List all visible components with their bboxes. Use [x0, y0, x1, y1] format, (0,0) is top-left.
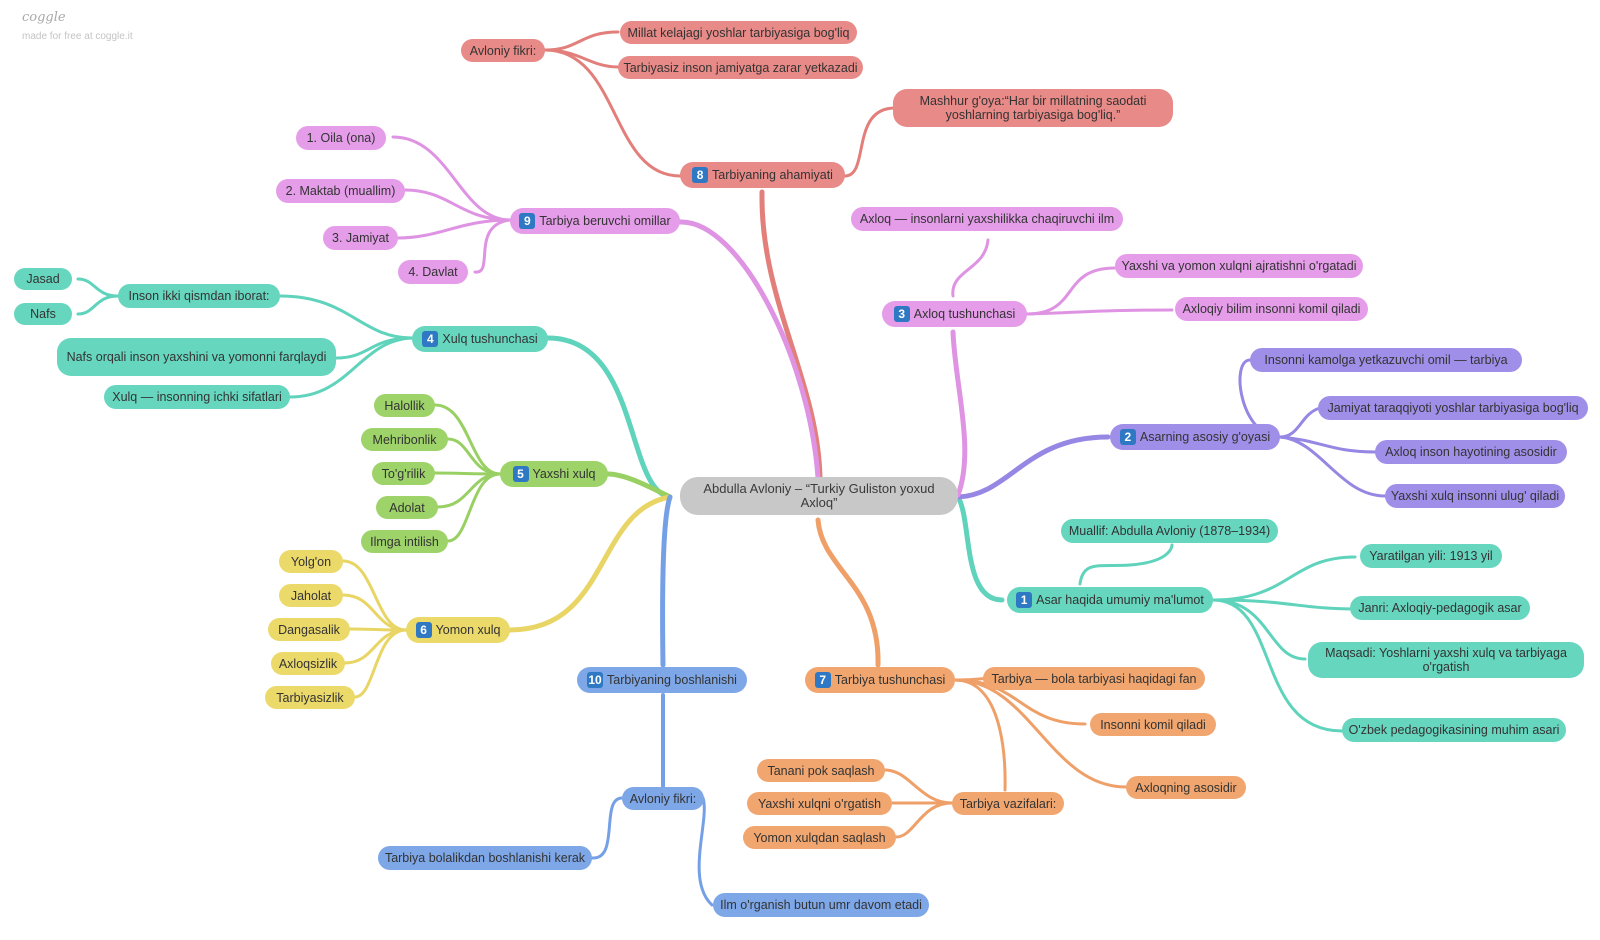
node-jaholat[interactable]: Jaholat — [279, 584, 343, 607]
coggle-branding: coggle made for free at coggle.it — [22, 10, 133, 42]
node-adolat[interactable]: Adolat — [376, 496, 438, 519]
branch-3-axloq-tushunchasi[interactable]: 3 Axloq tushunchasi — [882, 301, 1027, 327]
node-bolalikdan[interactable]: Tarbiya bolalikdan boshlanishi kerak — [378, 846, 592, 870]
node-muallif[interactable]: Muallif: Abdulla Avloniy (1878–1934) — [1061, 519, 1278, 543]
node-xulq-ichki-sifat[interactable]: Xulq — insonning ichki sifatlari — [104, 385, 290, 409]
node-tarbiya-vazifalari[interactable]: Tarbiya vazifalari: — [952, 792, 1064, 815]
trunk-8 — [759, 189, 823, 481]
branch-number-badge: 9 — [519, 213, 536, 229]
node-oila[interactable]: 1. Oila (ona) — [296, 126, 386, 150]
branch-number-badge: 1 — [1016, 592, 1033, 608]
node-yaratilgan-yili[interactable]: Yaratilgan yili: 1913 yil — [1360, 544, 1502, 568]
node-jasad[interactable]: Jasad — [14, 268, 72, 290]
branch-2-asosiy-goyasi[interactable]: 2 Asarning asosiy g'oyasi — [1110, 424, 1280, 450]
branch-8-tarbiyaning-ahamiyati[interactable]: 8 Tarbiyaning ahamiyati — [680, 162, 845, 188]
branch-label: Asarning asosiy g'oyasi — [1139, 430, 1271, 444]
node-jamiyat-taraqqiyoti[interactable]: Jamiyat taraqqiyoti yoshlar tarbiyasiga … — [1318, 396, 1588, 420]
node-tarbiyasizlik[interactable]: Tarbiyasizlik — [265, 686, 355, 709]
node-dangasalik[interactable]: Dangasalik — [268, 618, 350, 641]
node-tanani-pok[interactable]: Tanani pok saqlash — [757, 759, 885, 782]
branch-label: Tarbiyaning ahamiyati — [712, 168, 833, 182]
branch-number-badge: 2 — [1119, 429, 1136, 445]
node-ilm-organish[interactable]: Ilm o'rganish butun umr davom etadi — [713, 893, 929, 917]
branch-number-badge: 10 — [587, 672, 604, 688]
node-davlat[interactable]: 4. Davlat — [398, 260, 468, 284]
node-mashhur-goya[interactable]: Mashhur g'oya:“Har bir millatning saodat… — [893, 89, 1173, 127]
node-axloq-hayot-asosi[interactable]: Axloq inson hayotining asosidir — [1375, 440, 1567, 464]
node-avloniy-fikri-8[interactable]: Avloniy fikri: — [461, 39, 545, 62]
node-axloq-ilm[interactable]: Axloq — insonlarni yaxshilikka chaqiruvc… — [851, 207, 1123, 231]
node-janri[interactable]: Janri: Axloqiy-pedagogik asar — [1350, 596, 1530, 620]
node-togrilik[interactable]: To'g'rilik — [372, 462, 435, 485]
branch-6-yomon-xulq[interactable]: 6 Yomon xulq — [406, 617, 510, 643]
node-avloniy-fikri-10[interactable]: Avloniy fikri: — [622, 787, 704, 810]
branch-4-xulq-tushunchasi[interactable]: 4 Xulq tushunchasi — [412, 326, 548, 352]
node-yaxshi-xulq-ulug[interactable]: Yaxshi xulq insonni ulug' qiladi — [1385, 484, 1565, 508]
trunk-9 — [677, 219, 821, 481]
node-tarbiyasiz-inson[interactable]: Tarbiyasiz inson jamiyatga zarar yetkaza… — [618, 56, 863, 79]
node-yomon-xulqdan[interactable]: Yomon xulqdan saqlash — [743, 826, 896, 849]
trunk-3 — [950, 329, 968, 498]
node-yaxshi-yomon-ajratish[interactable]: Yaxshi va yomon xulqni ajratishni o'rgat… — [1115, 254, 1363, 278]
branch-number-badge: 5 — [512, 466, 529, 482]
coggle-subtitle: made for free at coggle.it — [22, 31, 133, 42]
node-axloqning-asosi[interactable]: Axloqning asosidir — [1126, 776, 1246, 799]
branch-number-badge: 8 — [692, 167, 709, 183]
node-maktab[interactable]: 2. Maktab (muallim) — [276, 179, 405, 203]
branch-label: Yomon xulq — [435, 623, 501, 637]
node-yolgon[interactable]: Yolg'on — [279, 550, 343, 573]
center-topic[interactable]: Abdulla Avloniy – “Turkiy Guliston yoxud… — [680, 477, 958, 515]
branch-10-tarbiyaning-boshlanishi[interactable]: 10 Tarbiyaning boshlanishi — [577, 667, 747, 693]
node-halollik[interactable]: Halollik — [374, 394, 435, 417]
branch-label: Yaxshi xulq — [532, 467, 596, 481]
branch-number-badge: 6 — [415, 622, 432, 638]
branch-5-yaxshi-xulq[interactable]: 5 Yaxshi xulq — [500, 461, 608, 487]
node-yaxshi-xulq-orgatish[interactable]: Yaxshi xulqni o'rgatish — [747, 792, 892, 815]
trunk-10 — [660, 494, 673, 668]
branch-7-tarbiya-tushunchasi[interactable]: 7 Tarbiya tushunchasi — [805, 667, 955, 693]
branch-1-asar-haqida[interactable]: 1 Asar haqida umumiy ma'lumot — [1007, 587, 1213, 613]
trunk-1 — [955, 494, 1005, 603]
branch-label: Tarbiyaning boshlanishi — [607, 673, 737, 687]
trunk-2 — [955, 434, 1111, 500]
branch-label: Tarbiya beruvchi omillar — [539, 214, 671, 228]
branch-label: Xulq tushunchasi — [442, 332, 538, 346]
branch-9-tarbiya-beruvchi[interactable]: 9 Tarbiya beruvchi omillar — [510, 208, 680, 234]
node-mehribonlik[interactable]: Mehribonlik — [361, 428, 448, 451]
trunk-5 — [605, 471, 673, 500]
branch-number-badge: 7 — [814, 672, 831, 688]
node-kamolga-yetkazuvchi[interactable]: Insonni kamolga yetkazuvchi omil — tarbi… — [1250, 348, 1522, 372]
node-ilmga-intilish[interactable]: Ilmga intilish — [361, 530, 448, 553]
branch-label: Asar haqida umumiy ma'lumot — [1036, 593, 1204, 607]
node-jamiyat[interactable]: 3. Jamiyat — [323, 226, 398, 250]
branch-number-badge: 3 — [893, 306, 910, 322]
branch-label: Tarbiya tushunchasi — [834, 673, 946, 687]
branch-number-badge: 4 — [422, 331, 439, 347]
node-maqsadi[interactable]: Maqsadi: Yoshlarni yaxshi xulq va tarbiy… — [1308, 642, 1584, 678]
node-nafs[interactable]: Nafs — [14, 303, 72, 325]
node-axloqsizlik[interactable]: Axloqsizlik — [271, 652, 345, 675]
node-inson-ikki-qism[interactable]: Inson ikki qismdan iborat: — [118, 284, 280, 308]
node-insonni-komil-qiladi[interactable]: Insonni komil qiladi — [1090, 713, 1216, 736]
node-nafs-orqali[interactable]: Nafs orqali inson yaxshini va yomonni fa… — [57, 338, 336, 376]
node-axloqiy-bilim[interactable]: Axloqiy bilim insonni komil qiladi — [1175, 297, 1368, 321]
node-millat-kelajagi[interactable]: Millat kelajagi yoshlar tarbiyasiga bog'… — [620, 21, 857, 44]
node-tarbiya-fan[interactable]: Tarbiya — bola tarbiyasi haqidagi fan — [983, 667, 1205, 690]
trunk-7 — [815, 517, 881, 668]
node-ozbek-pedagogikasi[interactable]: O'zbek pedagogikasining muhim asari — [1342, 718, 1566, 742]
coggle-logo: coggle — [22, 10, 66, 25]
branch-label: Axloq tushunchasi — [913, 307, 1016, 321]
trunk-6 — [507, 494, 673, 633]
